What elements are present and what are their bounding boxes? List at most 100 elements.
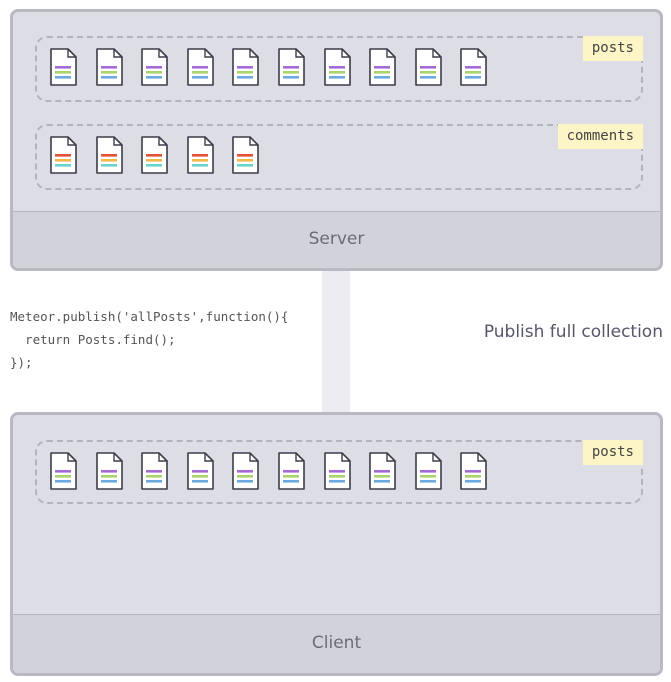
document-icon [323, 48, 351, 86]
document-icon [414, 48, 442, 86]
document-line [146, 159, 163, 162]
client-panel: posts Client [10, 412, 663, 676]
document-line [374, 71, 391, 74]
document-icon [95, 452, 123, 490]
document-line [100, 164, 117, 167]
document-line [191, 154, 208, 157]
server-footer-label: Server [13, 211, 660, 268]
document-line [55, 475, 71, 478]
document-line [191, 71, 208, 74]
document-line [419, 475, 436, 478]
document-line [237, 159, 254, 162]
document-icon [186, 452, 214, 490]
collection-label: posts [582, 440, 643, 465]
document-line [237, 475, 254, 478]
document-icon [232, 136, 260, 174]
document-line [146, 66, 163, 69]
document-line [374, 470, 391, 473]
document-line [55, 76, 71, 79]
document-line [419, 480, 436, 483]
document-line [237, 470, 254, 473]
document-icon [460, 48, 488, 86]
document-line [419, 470, 436, 473]
document-line [191, 480, 208, 483]
document-line [328, 480, 345, 483]
document-icon [323, 452, 351, 490]
document-icon [95, 48, 123, 86]
document-icon [50, 136, 77, 174]
document-line [146, 470, 163, 473]
document-line [237, 480, 254, 483]
code-snippet: Meteor.publish('allPosts',function(){ re… [10, 305, 288, 374]
document-line [146, 76, 163, 79]
document-line [237, 164, 254, 167]
document-line [100, 71, 117, 74]
code-line: Meteor.publish('allPosts',function(){ [10, 309, 289, 324]
document-icon [186, 136, 214, 174]
document-line [55, 71, 71, 74]
document-line [419, 71, 436, 74]
document-icon [95, 136, 123, 174]
document-line [237, 66, 254, 69]
document-line [100, 470, 117, 473]
document-line [191, 159, 208, 162]
document-row [49, 136, 277, 174]
document-line [55, 66, 71, 69]
document-icon [141, 136, 168, 174]
document-line [465, 71, 482, 74]
document-line [282, 480, 299, 483]
document-line [374, 66, 391, 69]
document-line [146, 475, 163, 478]
document-icon [50, 48, 77, 86]
document-line [282, 470, 299, 473]
code-line: }); [10, 355, 33, 370]
collection-label: comments [557, 124, 643, 149]
document-line [374, 480, 391, 483]
document-line [465, 475, 482, 478]
document-icon [232, 452, 260, 490]
document-icon [141, 452, 168, 490]
document-line [191, 164, 208, 167]
document-line [100, 159, 117, 162]
document-line [374, 76, 391, 79]
document-line [146, 71, 163, 74]
document-line [465, 66, 482, 69]
document-line [282, 71, 299, 74]
document-icon [141, 48, 168, 86]
code-line: return Posts.find(); [10, 332, 176, 347]
document-line [100, 66, 117, 69]
document-line [328, 76, 345, 79]
document-line [191, 475, 208, 478]
document-line [55, 164, 71, 167]
server-comments-collection: comments [35, 124, 643, 190]
document-line [374, 475, 391, 478]
document-line [146, 154, 163, 157]
document-icon [414, 452, 442, 490]
document-line [237, 76, 254, 79]
document-line [191, 76, 208, 79]
document-line [191, 66, 208, 69]
document-line [100, 480, 117, 483]
document-icon [186, 48, 214, 86]
document-line [237, 71, 254, 74]
document-line [237, 154, 254, 157]
client-posts-collection: posts [35, 440, 643, 504]
document-line [55, 470, 71, 473]
collection-label: posts [582, 36, 643, 61]
document-icon [369, 48, 396, 86]
document-line [465, 470, 482, 473]
document-line [465, 480, 482, 483]
document-line [328, 71, 345, 74]
document-line [419, 76, 436, 79]
document-line [100, 475, 117, 478]
document-line [328, 470, 345, 473]
document-line [282, 475, 299, 478]
document-icon [232, 48, 260, 86]
caption: Publish full collection [483, 322, 663, 342]
document-line [100, 154, 117, 157]
document-line [328, 475, 345, 478]
document-line [328, 66, 345, 69]
document-line [146, 164, 163, 167]
document-line [465, 76, 482, 79]
document-icon [369, 452, 396, 490]
